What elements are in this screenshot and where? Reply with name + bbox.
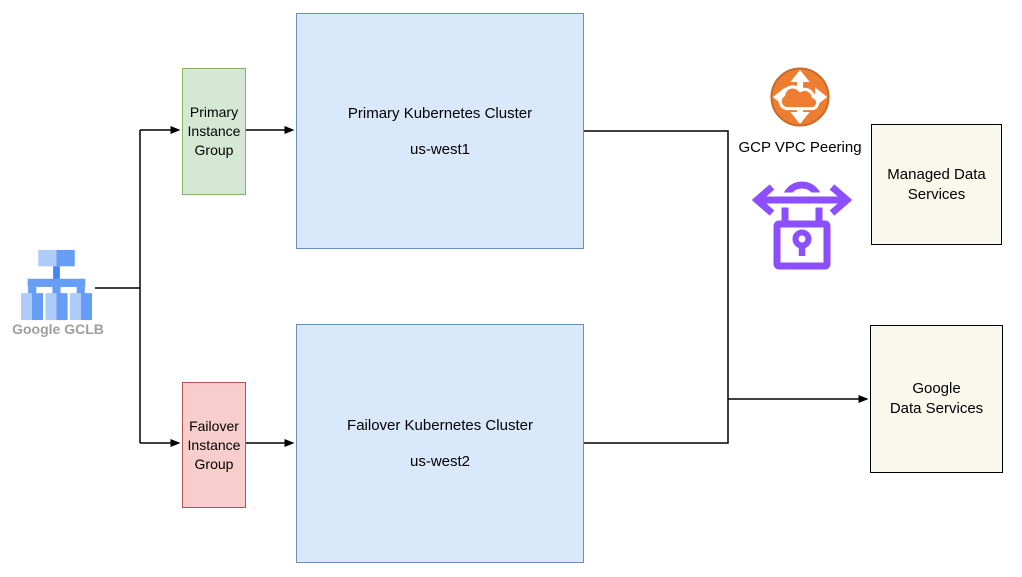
gclb-label: Google GCLB [12,321,104,337]
secure-lock-node [751,172,853,275]
vpc-peering-label: GCP VPC Peering [738,139,862,156]
edge-clusters-bus [584,130,729,444]
primary-cluster-region: us-west1 [409,140,471,158]
google-data-services-node: Google Data Services [870,325,1003,473]
google-data-services-label: Google Data Services [889,380,984,417]
primary-cluster-title: Primary Kubernetes Cluster [347,104,533,122]
failover-instance-group-label: Failover Instance Group [187,417,241,472]
vpc-peering-node [769,66,831,133]
failover-kubernetes-cluster-node: Failover Kubernetes Cluster us-west2 [296,324,584,563]
primary-instance-group-node: Primary Instance Group [182,68,246,195]
lock-arrows-icon [751,181,853,270]
load-balancer-icon [20,249,93,321]
managed-data-services-node: Managed Data Services [871,124,1002,245]
failover-cluster-region: us-west2 [409,453,471,470]
failover-instance-group-node: Failover Instance Group [182,382,246,508]
primary-instance-group-label: Primary Instance Group [187,104,241,158]
primary-kubernetes-cluster-node: Primary Kubernetes Cluster us-west1 [296,13,584,249]
cloud-router-icon [770,67,830,127]
google-gclb-node [20,249,93,327]
failover-cluster-title: Failover Kubernetes Cluster [347,417,533,434]
managed-data-services-label: Managed Data Services [887,165,986,203]
